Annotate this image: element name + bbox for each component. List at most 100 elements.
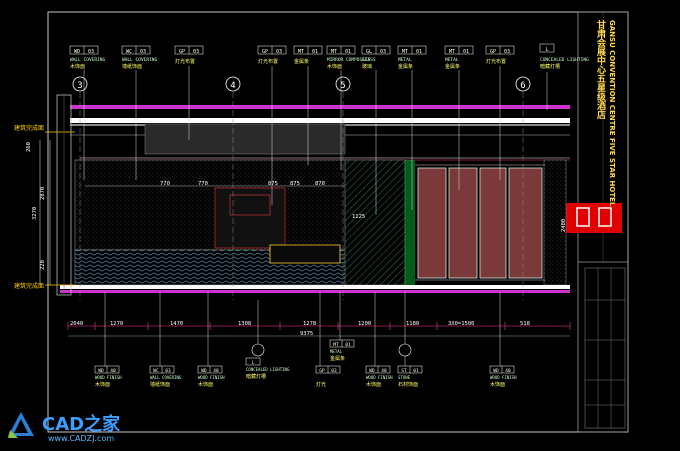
svg-text:01: 01 bbox=[312, 49, 318, 55]
svg-text:1278: 1278 bbox=[303, 321, 316, 327]
svg-text:金属条: 金属条 bbox=[445, 63, 460, 70]
svg-text:灯光: 灯光 bbox=[316, 381, 326, 388]
svg-text:01: 01 bbox=[416, 49, 422, 55]
svg-text:2400: 2400 bbox=[561, 219, 567, 232]
project-title-cn: 甘肃会展中心五星级酒店 bbox=[595, 19, 607, 120]
title-block-cells bbox=[584, 267, 626, 429]
svg-text:METAL: METAL bbox=[445, 57, 459, 63]
svg-text:875: 875 bbox=[290, 181, 300, 187]
svg-text:1200: 1200 bbox=[358, 321, 371, 327]
svg-text:GLASS: GLASS bbox=[362, 57, 376, 63]
grid-bubble-5 bbox=[335, 76, 351, 92]
svg-text:木饰面: 木饰面 bbox=[198, 381, 213, 388]
svg-text:墙纸饰面: 墙纸饰面 bbox=[122, 63, 142, 70]
svg-text:灯光布置: 灯光布置 bbox=[175, 58, 195, 65]
svg-text:GL: GL bbox=[366, 49, 372, 55]
svg-text:WOOD FINISH: WOOD FINISH bbox=[198, 375, 225, 380]
svg-text:01: 01 bbox=[413, 368, 419, 374]
grid-bubbles: 3 4 5 6 bbox=[72, 76, 531, 300]
svg-text:木饰面: 木饰面 bbox=[490, 381, 505, 388]
watermark-site: www.CADZJ.com bbox=[48, 434, 115, 443]
svg-text:WOOD FINISH: WOOD FINISH bbox=[490, 375, 517, 380]
grid-bubble-6 bbox=[515, 76, 531, 92]
svg-text:灯光布置: 灯光布置 bbox=[486, 58, 506, 65]
svg-text:1470: 1470 bbox=[170, 321, 183, 327]
svg-text:770: 770 bbox=[160, 181, 170, 187]
svg-text:01: 01 bbox=[345, 49, 351, 55]
svg-text:WALL COVERING: WALL COVERING bbox=[122, 57, 158, 63]
mid-dimensions: 770 770 875 875 870 1125 bbox=[85, 181, 365, 220]
svg-text:MIRROR COMPOSITE: MIRROR COMPOSITE bbox=[327, 57, 371, 63]
ceiling-band bbox=[70, 105, 570, 161]
svg-text:3270: 3270 bbox=[32, 207, 38, 220]
svg-text:03: 03 bbox=[504, 49, 510, 55]
svg-text:MT: MT bbox=[333, 342, 339, 348]
svg-text:WALL COVERING: WALL COVERING bbox=[150, 375, 182, 380]
svg-text:CONCEALED LIGHTING: CONCEALED LIGHTING bbox=[246, 367, 290, 372]
wall-elevation bbox=[74, 159, 567, 286]
svg-text:STONE: STONE bbox=[398, 375, 411, 380]
svg-text:WD: WD bbox=[369, 368, 375, 374]
callout-tag[interactable]: GP 03 灯光布置 bbox=[485, 45, 515, 65]
svg-text:40: 40 bbox=[505, 368, 511, 374]
svg-text:暗藏灯槽: 暗藏灯槽 bbox=[540, 63, 560, 70]
side-dimensions: 建筑完成面 建筑完成面 260 2870 3270 220 2400 bbox=[14, 124, 567, 290]
svg-text:40: 40 bbox=[110, 368, 116, 374]
svg-text:3X0=1500: 3X0=1500 bbox=[448, 321, 475, 327]
svg-text:260: 260 bbox=[26, 142, 32, 152]
svg-text:220: 220 bbox=[40, 260, 46, 270]
grid-label: 3 bbox=[77, 81, 82, 91]
svg-text:玻璃: 玻璃 bbox=[362, 63, 372, 70]
svg-text:MT: MT bbox=[331, 49, 337, 55]
svg-text:03: 03 bbox=[140, 49, 146, 55]
svg-text:WALL COVERING: WALL COVERING bbox=[70, 57, 106, 63]
svg-text:墙纸饰面: 墙纸饰面 bbox=[150, 381, 170, 388]
svg-text:CONCEALED LIGHTING: CONCEALED LIGHTING bbox=[540, 57, 589, 63]
svg-text:WD: WD bbox=[98, 368, 104, 374]
svg-text:GP: GP bbox=[490, 49, 496, 55]
svg-text:灯光布置: 灯光布置 bbox=[258, 58, 278, 65]
svg-text:WC: WC bbox=[126, 49, 132, 55]
svg-text:03: 03 bbox=[193, 49, 199, 55]
svg-text:01: 01 bbox=[345, 342, 351, 348]
cad-logo-icon bbox=[8, 412, 34, 438]
svg-text:L: L bbox=[252, 360, 255, 366]
svg-text:40: 40 bbox=[381, 368, 387, 374]
grid-bubble-3 bbox=[72, 76, 88, 92]
bottom-dimensions: 2040 1270 1470 1308 1278 1200 1180 3X0=1… bbox=[67, 321, 571, 337]
svg-text:金属条: 金属条 bbox=[294, 58, 309, 65]
svg-text:518: 518 bbox=[520, 321, 530, 327]
svg-text:金属条: 金属条 bbox=[398, 63, 413, 70]
svg-text:9375: 9375 bbox=[300, 331, 313, 337]
svg-text:木饰面: 木饰面 bbox=[366, 381, 381, 388]
svg-text:木饰面: 木饰面 bbox=[327, 63, 342, 70]
svg-text:WOOD FINISH: WOOD FINISH bbox=[366, 375, 393, 380]
svg-text:1180: 1180 bbox=[406, 321, 419, 327]
svg-text:木饰面: 木饰面 bbox=[70, 63, 85, 70]
svg-text:40: 40 bbox=[213, 368, 219, 374]
svg-text:03: 03 bbox=[276, 49, 282, 55]
grid-label: 5 bbox=[340, 81, 345, 91]
watermark-brand: CAD之家 bbox=[42, 414, 121, 435]
